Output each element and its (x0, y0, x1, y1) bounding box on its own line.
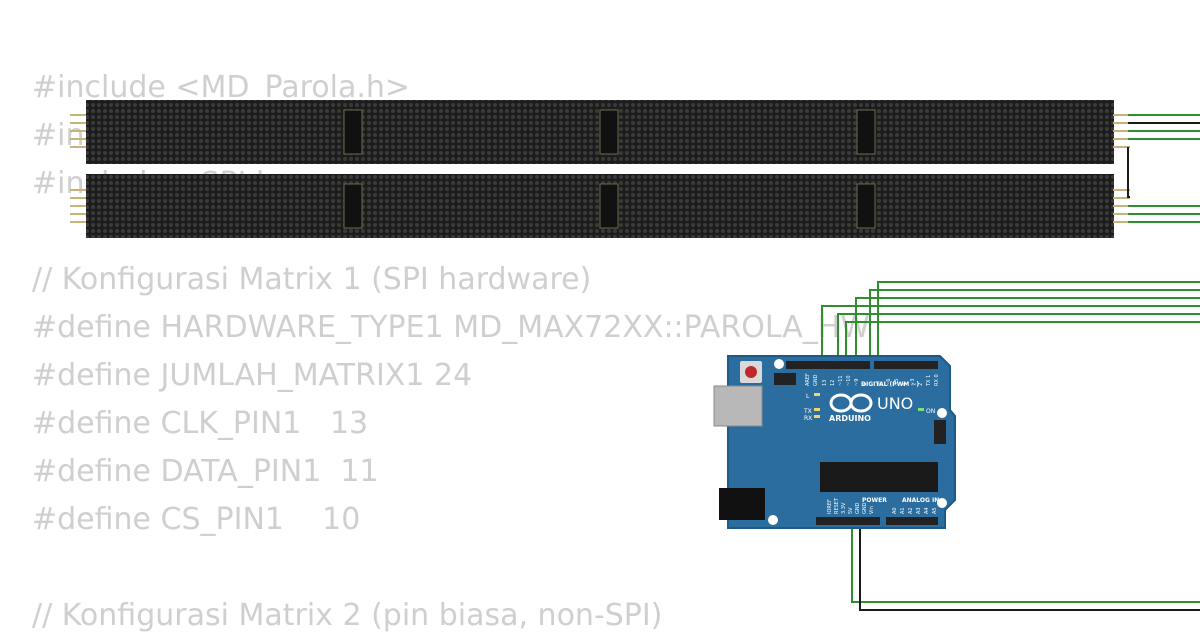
analog-pin-label: A4 (924, 507, 930, 514)
matrix-2-joints (343, 183, 876, 229)
digital-pin-label: 4 (902, 383, 908, 386)
on-label: ON (926, 408, 935, 415)
digital-pin-label: 12 (830, 380, 836, 386)
rx-led-label: RX (804, 415, 812, 422)
atmega-chip (820, 462, 938, 492)
board-model: UNO (877, 394, 913, 413)
mount-hole (774, 359, 784, 369)
analog-pin-label: A0 (892, 507, 898, 514)
code-line: #define DATA_PIN1 11 (32, 454, 379, 489)
digital-pin-label: ~10 (846, 375, 852, 386)
digital-pin-label: 2 (918, 383, 924, 386)
matrix-1-joints (343, 109, 876, 155)
matrix-output-wires[interactable] (1127, 114, 1200, 223)
analog-pin-label: A3 (916, 507, 922, 514)
matrix-1-output-pins (1113, 114, 1130, 148)
aref-label: AREF (805, 373, 811, 386)
analog-pin-label: A5 (932, 507, 938, 514)
digital-pin-label: 8 (862, 383, 868, 386)
analog-pin-label: A2 (908, 507, 914, 514)
ioref-label: IOREF (827, 499, 833, 514)
reset-button-cap (745, 366, 757, 378)
analog-label: ANALOG IN (902, 497, 939, 504)
digital-pin-label: ~6 (886, 379, 892, 386)
analog-pin-label: A1 (900, 507, 906, 514)
mount-hole (937, 408, 947, 418)
icsp2-header (774, 373, 796, 385)
arduino-wires[interactable] (821, 281, 1200, 611)
usb-port-icon (713, 385, 763, 427)
reset-label: RESET (834, 497, 840, 514)
code-line: #include <MD_Parola.h> (32, 70, 411, 105)
icsp-header (934, 420, 946, 444)
code-line: #define CS_PIN1 10 (32, 502, 361, 537)
l-led-label: L (806, 393, 810, 400)
power-header (816, 517, 880, 525)
code-line: // Konfigurasi Matrix 2 (pin biasa, non-… (32, 598, 663, 633)
v5-label: 5V (848, 507, 854, 514)
arduino-uno-board[interactable]: UNO ARDUINO DIGITAL (PWM ~) POWER ANALOG… (713, 355, 956, 529)
l-led (814, 393, 820, 396)
digital-pin-label: RX 0 (934, 374, 940, 386)
digital-pin-label: ~11 (838, 375, 844, 386)
digital-pin-label: ~9 (854, 379, 860, 386)
led-matrix-1[interactable] (70, 100, 1130, 164)
digital-pin-label: 13 (822, 380, 828, 386)
code-line: #define HARDWARE_TYPE1 MD_MAX72XX::PAROL… (32, 310, 870, 345)
rx-led (814, 415, 820, 418)
board-brand: ARDUINO (829, 414, 871, 423)
power-label: POWER (862, 497, 887, 504)
vin-label: Vin (869, 506, 875, 514)
matrix-1-input-pins (70, 114, 88, 148)
code-line: #define JUMLAH_MATRIX1 24 (32, 358, 473, 393)
mount-hole (937, 498, 947, 508)
digital-pin-label: TX 1 (926, 375, 932, 387)
matrix-2-input-pins (70, 189, 88, 223)
mount-hole (768, 515, 778, 525)
power-pin-labels: IOREF RESET 3.3V 5V GND GND Vin AREF GND (805, 373, 875, 514)
digital-pin-label: ~3 (910, 379, 916, 386)
tx-led (814, 408, 820, 411)
tx-led-label: TX (803, 408, 812, 415)
digital-header-2 (874, 361, 938, 369)
digital-pin-label: 7 (878, 383, 884, 386)
gnd-label-1: GND (855, 502, 861, 514)
digital-pin-label: ~5 (894, 379, 900, 386)
arduino-infinity-logo (829, 393, 873, 413)
gnd-label-top: GND (813, 374, 819, 386)
analog-header (886, 517, 938, 525)
digital-header-1 (786, 361, 870, 369)
dc-jack-icon (719, 488, 765, 520)
led-matrix-2[interactable] (70, 174, 1130, 238)
digital-label: DIGITAL (PWM ~) (861, 381, 919, 388)
gnd-label-2: GND (862, 502, 868, 514)
code-line: // Konfigurasi Matrix 1 (SPI hardware) (32, 262, 592, 297)
code-line: #define CLK_PIN1 13 (32, 406, 369, 441)
on-led (918, 408, 924, 411)
v33-label: 3.3V (841, 502, 847, 514)
